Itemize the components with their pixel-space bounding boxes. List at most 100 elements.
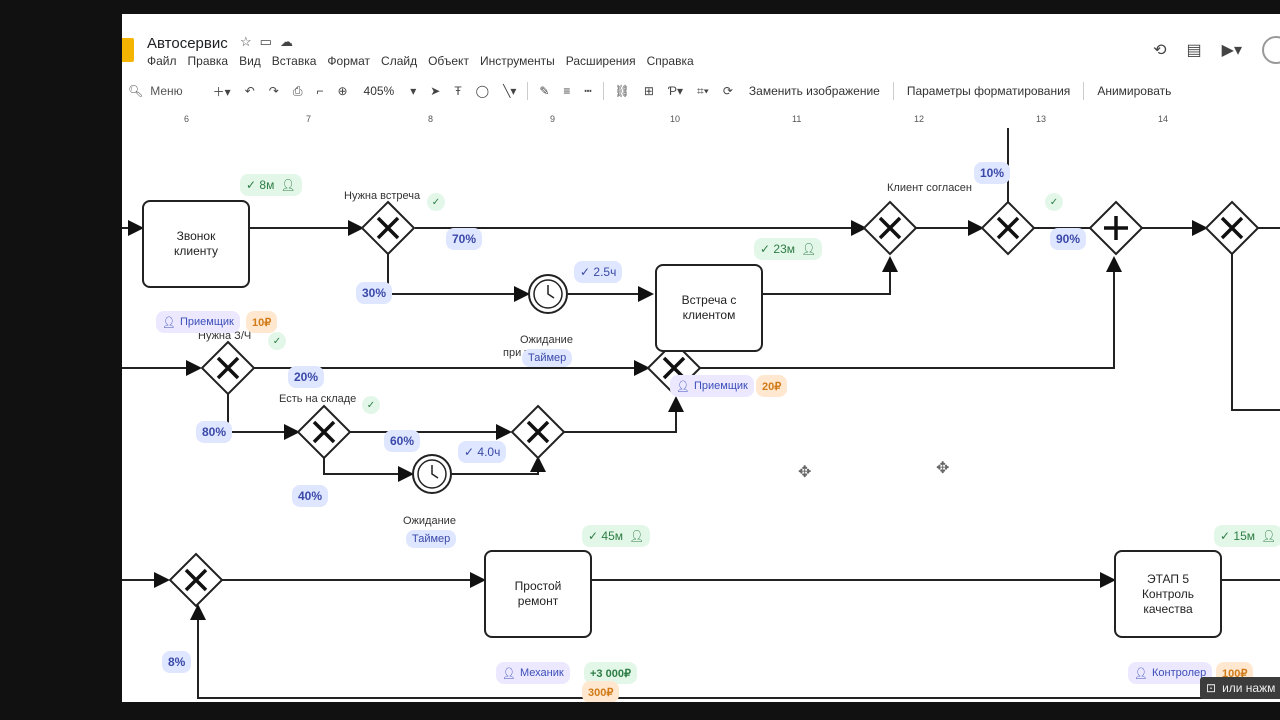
duration-text: ✓ 15м	[1220, 529, 1255, 543]
person-icon: 👤︎	[676, 380, 690, 393]
pct-40: 40%	[292, 485, 329, 507]
menu-object[interactable]: Объект	[428, 54, 469, 68]
replace-image-button[interactable]: Заменить изображение	[748, 84, 880, 98]
pct-80: 80%	[196, 421, 233, 443]
text-box-icon[interactable]: Ŧ	[454, 84, 462, 98]
arrange-icon[interactable]: Ƥ▾	[667, 84, 684, 98]
line-weight-icon[interactable]: ≡	[563, 84, 571, 98]
menu-file[interactable]: Файл	[147, 54, 177, 68]
star-icon[interactable]: ☆	[240, 34, 252, 49]
person-icon: 👤︎	[1134, 667, 1148, 680]
check-icon: ✓	[1045, 193, 1063, 211]
overlay-hint-button[interactable]: ⊡или нажм	[1200, 677, 1280, 699]
duration-23m: ✓ 23м👤︎	[754, 238, 823, 260]
duration-8m: ✓ 8м👤︎	[240, 174, 302, 196]
pct-90: 90%	[1050, 228, 1087, 250]
overlay-icon: ⊡	[1206, 681, 1217, 695]
menu-extensions[interactable]: Расширения	[565, 54, 636, 68]
task-call-client[interactable]: Звонок клиенту	[142, 200, 250, 288]
ruler-tick: 12	[914, 114, 925, 124]
menu-tools[interactable]: Инструменты	[479, 54, 555, 68]
toolbar-divider	[527, 82, 529, 100]
task-client-meeting[interactable]: Встреча с клиентом	[655, 264, 763, 352]
duration-15m: ✓ 15м 👤︎	[1214, 525, 1280, 547]
screen-left-border	[0, 0, 122, 720]
ruler-tick: 13	[1036, 114, 1047, 124]
duration-text: ✓ 8м	[246, 178, 275, 192]
comments-icon[interactable]: ▤	[1186, 42, 1202, 59]
ruler-tick: 6	[184, 114, 190, 124]
menu-insert[interactable]: Вставка	[271, 54, 317, 68]
menu-search-label: Меню	[150, 84, 183, 98]
task-quality-control[interactable]: ЭТАП 5 Контроль качества	[1114, 550, 1222, 638]
pct-8: 8%	[162, 651, 192, 673]
slides-logo-icon[interactable]	[122, 38, 134, 62]
pct-70: 70%	[446, 228, 483, 250]
label-waiting-parts: Ожидание	[403, 515, 456, 527]
role-receiver-2: 👤︎Приемщик	[670, 375, 754, 397]
zoom-dropdown-icon[interactable]: ▾	[410, 84, 417, 98]
slide-canvas[interactable]: Звонок клиенту Встреча с клиентом Просто…	[122, 128, 1280, 702]
pct-60: 60%	[384, 430, 421, 452]
move-folder-icon[interactable]: ▭	[259, 34, 272, 49]
menu-format[interactable]: Формат	[327, 54, 371, 68]
meet-icon[interactable]: ▶▾	[1221, 42, 1242, 59]
select-cursor-icon[interactable]: ➤	[430, 84, 441, 98]
link-icon[interactable]: ⛓	[614, 84, 630, 98]
pen-icon[interactable]: ✎	[539, 84, 550, 98]
check-icon: ✓	[362, 396, 380, 414]
timer-events	[412, 274, 568, 494]
redo-icon[interactable]: ↷	[268, 84, 279, 98]
role-controller: 👤︎Контролер	[1128, 662, 1213, 684]
label-in-stock: Есть на складе	[279, 393, 357, 405]
search-icon: 🔍︎	[128, 84, 144, 98]
avatar[interactable]	[1262, 36, 1280, 64]
add-comment-icon[interactable]: ⊞	[643, 84, 654, 98]
paint-format-icon[interactable]: ⌐	[316, 84, 324, 98]
cloud-status-icon[interactable]: ☁	[279, 34, 293, 49]
reset-image-icon[interactable]: ⟳	[722, 84, 733, 98]
slides-app-window: Автосервис ☆ ▭ ☁ Файл Правка Вид Вставка…	[122, 14, 1280, 702]
print-icon[interactable]: ⎙	[292, 83, 303, 98]
role-text: Приемщик	[179, 316, 234, 328]
task-simple-repair[interactable]: Простой ремонт	[484, 550, 592, 638]
role-text: Механик	[519, 667, 564, 679]
duration-2-5h: ✓ 2.5ч	[574, 261, 623, 283]
ruler-tick: 10	[670, 114, 681, 124]
label-waiting-client: Ожидание	[520, 334, 573, 346]
duration-4h: ✓ 4.0ч	[458, 441, 507, 463]
timer-tag: Таймер	[522, 349, 573, 367]
check-icon: ✓	[427, 193, 445, 211]
menu-search[interactable]: 🔍︎ Меню	[122, 84, 189, 98]
revenue-3000: +3 000₽	[584, 662, 637, 684]
animate-button[interactable]: Анимировать	[1097, 84, 1172, 98]
person-icon: 👤︎	[1261, 529, 1277, 543]
menu-edit[interactable]: Правка	[187, 54, 229, 68]
move-cursor-icon: ✥	[936, 460, 950, 477]
zoom-icon[interactable]: ⊕	[337, 84, 348, 98]
person-icon: 👤︎	[162, 316, 176, 329]
menu-slide[interactable]: Слайд	[381, 54, 418, 68]
toolbar: 🔍︎ Меню ＋▾ ↶ ↷ ⎙ ⌐ ⊕ 405% ▾ ➤ Ŧ ◯ ╲▾ ✎ ≡…	[122, 76, 1280, 106]
cost-20: 20₽	[756, 375, 788, 397]
new-slide-icon[interactable]: ＋▾	[212, 84, 231, 99]
menu-help[interactable]: Справка	[646, 54, 694, 68]
label-need-parts: Нужна З/Ч	[198, 330, 252, 342]
line-icon[interactable]: ╲▾	[503, 84, 517, 98]
role-mechanic: 👤︎Механик	[496, 662, 570, 684]
line-dash-icon[interactable]: ┅	[584, 84, 592, 98]
menu-view[interactable]: Вид	[239, 54, 261, 68]
undo-icon[interactable]: ↶	[244, 84, 255, 98]
document-title[interactable]: Автосервис	[147, 35, 228, 52]
history-icon[interactable]: ⟲	[1153, 42, 1167, 59]
bpmn-connectors	[122, 128, 1280, 699]
duration-text: ✓ 23м	[760, 242, 795, 256]
shape-icon[interactable]: ◯	[475, 84, 490, 98]
horizontal-ruler[interactable]: 6 7 8 9 10 11 12 13 14	[122, 110, 1280, 129]
format-options-button[interactable]: Параметры форматирования	[906, 84, 1071, 98]
pct-20: 20%	[288, 366, 325, 388]
timer-tag: Таймер	[406, 530, 457, 548]
zoom-select[interactable]: 405%	[363, 84, 395, 98]
person-icon: 👤︎	[502, 667, 516, 680]
crop-icon[interactable]: ⌗▾	[697, 83, 709, 98]
